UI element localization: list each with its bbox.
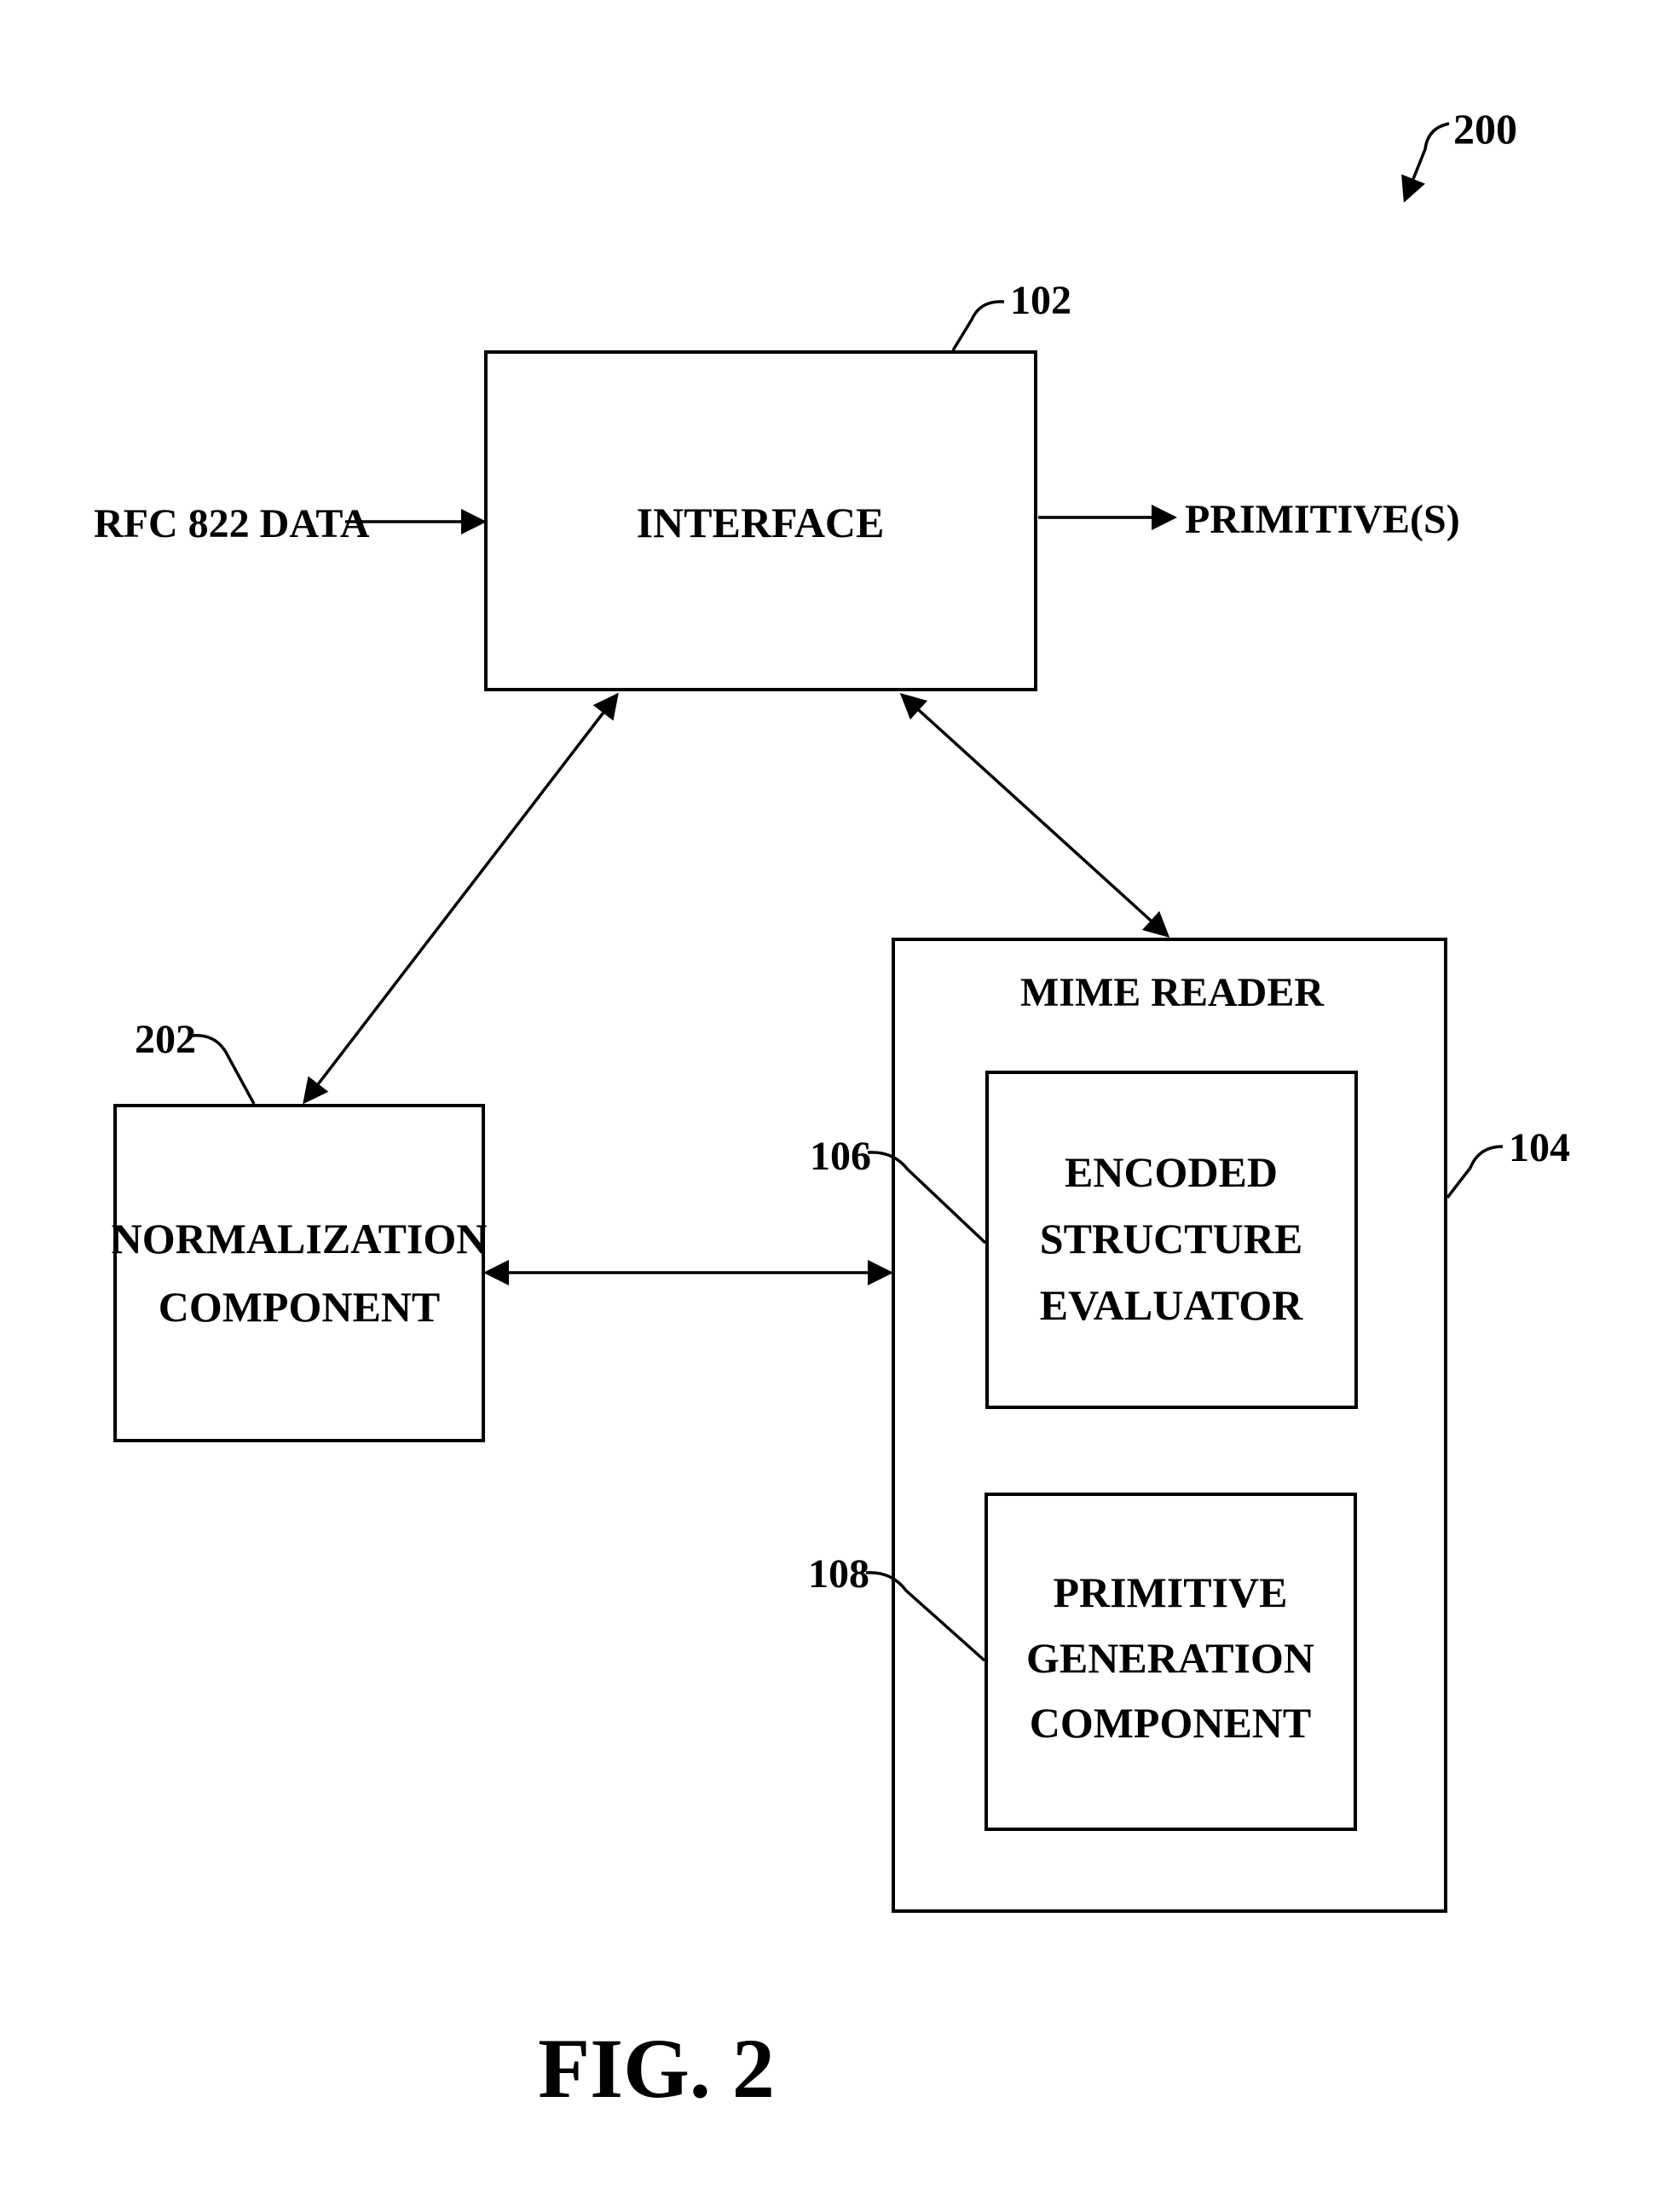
evaluator-label-line3: EVALUATOR [1040, 1281, 1303, 1329]
interface-label: INTERFACE [637, 499, 885, 546]
interface-ref: 102 [1010, 278, 1071, 323]
input-label: RFC 822 DATA [94, 501, 370, 546]
normalization-ref: 202 [135, 1017, 196, 1062]
mime-reader-ref: 104 [1509, 1125, 1570, 1170]
output-label: PRIMITIVE(S) [1185, 497, 1460, 542]
normalization-ref-leader [192, 1036, 254, 1104]
mime-reader-ref-leader [1447, 1146, 1503, 1198]
interface-mime-reader-connector [902, 695, 1168, 936]
generator-label-line1: PRIMITIVE [1053, 1568, 1287, 1616]
interface-normalization-connector [304, 695, 617, 1102]
figure-number: 200 [1453, 105, 1517, 153]
mime-reader-label: MIME READER [1020, 970, 1325, 1015]
interface-ref-leader [953, 302, 1004, 350]
figure-number-arrow [1405, 124, 1449, 200]
evaluator-label-line1: ENCODED [1065, 1148, 1278, 1196]
figure-caption: FIG. 2 [538, 2021, 775, 2116]
normalization-label-line1: NORMALIZATION [112, 1215, 488, 1262]
generator-ref: 108 [808, 1551, 869, 1597]
normalization-box [115, 1106, 483, 1441]
evaluator-ref-leader [868, 1152, 985, 1243]
generator-ref-leader [866, 1573, 985, 1660]
generator-label-line3: COMPONENT [1030, 1699, 1312, 1747]
mime-reader-box [893, 939, 1446, 1911]
normalization-label-line2: COMPONENT [159, 1283, 441, 1331]
generator-label-line2: GENERATION [1026, 1634, 1314, 1682]
evaluator-ref: 106 [810, 1134, 871, 1179]
evaluator-label-line2: STRUCTURE [1040, 1215, 1302, 1262]
